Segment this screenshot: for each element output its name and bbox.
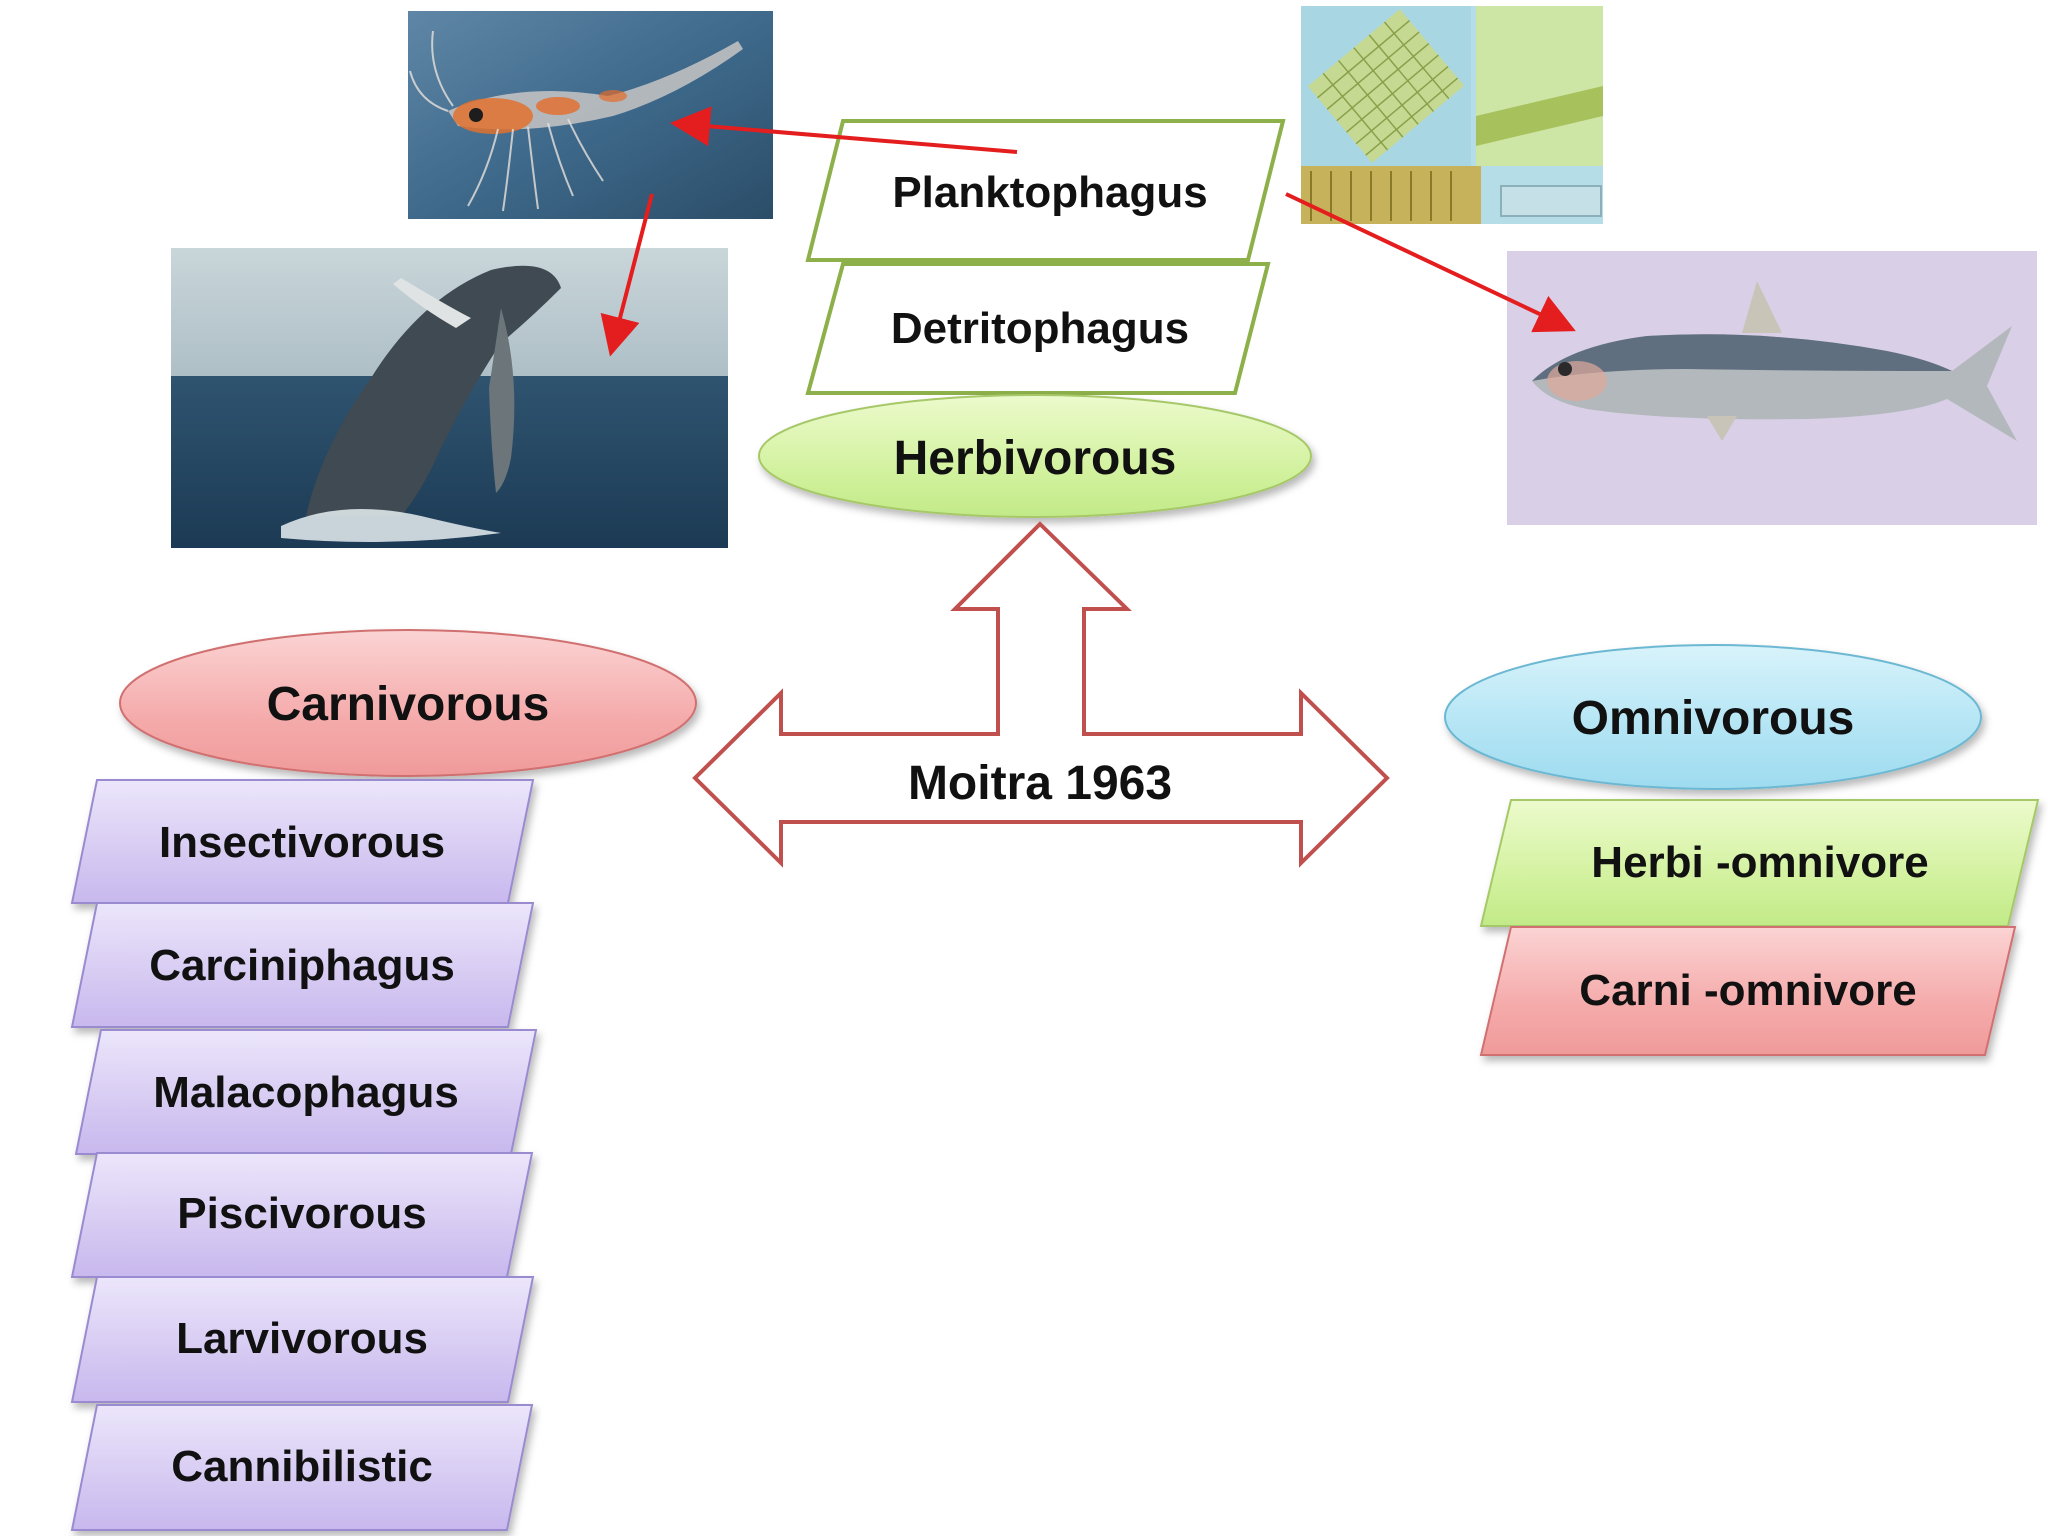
larvivorous-box [70,1276,535,1403]
carnivorous-label: Carnivorous [266,677,550,731]
center-block-arrow [692,521,1390,868]
planktophagus-box [805,119,1286,262]
cannibilistic-label: Cannibilistic [171,1442,433,1491]
whale-photo [171,248,728,548]
diatom-photo [1301,6,1603,224]
arrow-planktophagus-to-sardine [1285,192,1576,333]
insectivorous-label: Insectivorous [158,818,446,867]
herbi-omnivore-label: Herbi -omnivore [1591,838,1929,887]
arrow-krill-to-whale [600,193,654,357]
planktophagus-label: Planktophagus [892,168,1208,217]
carni-omnivore-box [1479,926,2017,1056]
carnivorous-ellipse [119,629,697,777]
detritophagus-label: Detritophagus [890,304,1190,353]
krill-photo [408,11,773,219]
larvivorous-label: Larvivorous [176,1314,428,1363]
malacophagus-label: Malacophagus [153,1068,459,1117]
detritophagus-box [805,262,1271,395]
sardine-photo [1507,251,2037,525]
herbivorous-ellipse [758,394,1312,518]
center-label: Moitra 1963 [907,756,1173,810]
omnivorous-label: Omnivorous [1571,691,1855,745]
carni-omnivore-label: Carni -omnivore [1579,966,1917,1015]
carciniphagus-label: Carciniphagus [149,941,455,990]
carciniphagus-box [70,902,535,1028]
omnivorous-ellipse [1444,644,1982,790]
cannibilistic-box [70,1404,534,1531]
piscivorous-label: Piscivorous [177,1189,427,1238]
herbivorous-label: Herbivorous [893,431,1177,485]
arrow-planktophagus-to-krill [670,106,1018,154]
